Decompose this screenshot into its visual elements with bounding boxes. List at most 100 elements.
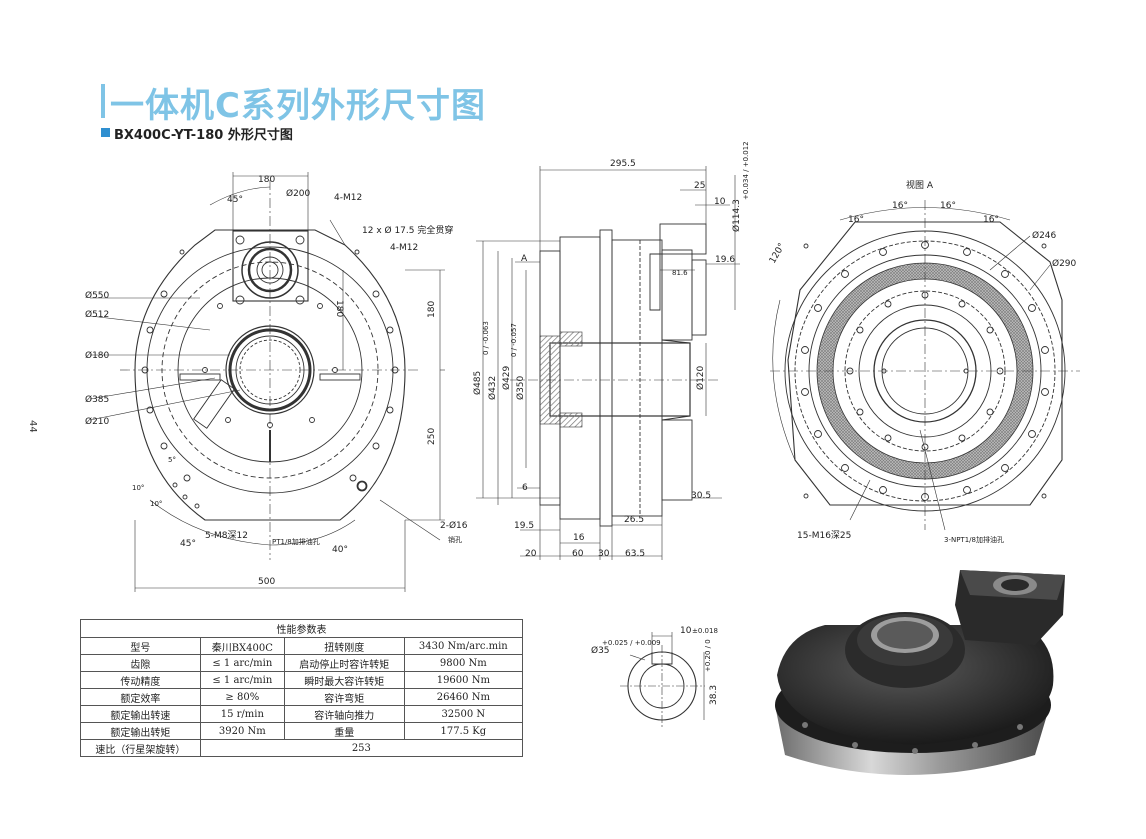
table-cell: 3430 Nm/arc.min: [403, 637, 524, 655]
dim-180-top: 180: [258, 175, 275, 185]
drawing-subtitle: BX400C-YT-180 外形尺寸图: [114, 128, 293, 143]
dim-60: 60: [572, 549, 584, 559]
subtitle-marker: [101, 128, 110, 137]
shaft-detail-labels: Ø35 +0.025 / +0.009 10 ±0.018 38.3 +0.20…: [591, 626, 719, 705]
table-cell: 19600 Nm: [403, 671, 524, 689]
front-view: [120, 180, 420, 560]
dim-tol-35: +0.025 / +0.009: [602, 639, 661, 647]
dim-tol-38-3: +0.20 / 0: [704, 639, 712, 672]
dim-d512: Ø512: [85, 309, 109, 320]
dim-d290: Ø290: [1052, 258, 1077, 269]
table-cell: 3920 Nm: [199, 722, 285, 740]
dim-d550: Ø550: [85, 290, 110, 301]
dim-d180: Ø180: [85, 350, 110, 361]
side-view-labels: 295.5 25 10 Ø114.3 +0.034 / +0.012 19.6 …: [472, 141, 750, 559]
dim-d120: Ø120: [695, 365, 706, 390]
dim-20: 20: [525, 549, 537, 559]
dim-10-deg-a: 10°: [132, 484, 144, 492]
dim-d246: Ø246: [1032, 230, 1057, 241]
front-view-dimensions: [89, 172, 445, 592]
dim-5-m8: 5-M8深12: [205, 530, 248, 541]
dim-tol-114-3: +0.034 / +0.012: [742, 141, 750, 200]
table-cell: 32500 N: [403, 705, 524, 723]
dim-2-d16: 2-Ø16: [440, 520, 468, 531]
dim-through-holes: 12 x Ø 17.5 完全贯穿: [362, 224, 453, 236]
title-accent-bar: [101, 84, 105, 118]
side-view: [510, 223, 720, 527]
table-cell: 253: [199, 739, 524, 757]
dim-500: 500: [258, 577, 275, 587]
dim-d350: Ø350: [515, 375, 526, 400]
table-cell: 15 r/min: [199, 705, 285, 723]
dim-120-deg: 120°: [768, 242, 788, 266]
front-view-labels: 180 Ø200 4-M12 45° 12 x Ø 17.5 完全贯穿 4-M1…: [85, 175, 468, 587]
dim-5-deg: 5°: [168, 456, 176, 464]
dim-45-top: 45°: [227, 195, 243, 205]
dim-d210: Ø210: [85, 416, 110, 427]
dim-30-5: 30.5: [691, 491, 711, 501]
table-cell: 额定效率: [80, 688, 201, 706]
dim-d200: Ø200: [286, 188, 311, 199]
dim-40-deg: 40°: [332, 545, 348, 555]
dim-d432: Ø432: [487, 376, 498, 400]
table-cell: 扭转刚度: [283, 637, 405, 655]
dim-30: 30: [598, 549, 610, 559]
shaft-detail: [620, 632, 705, 728]
table-cell: 177.5 Kg: [403, 722, 524, 740]
table-caption: 性能参数表: [80, 619, 523, 638]
table-cell: 秦川BX400C: [199, 637, 285, 655]
front-view-bolt-holes: [141, 249, 399, 509]
dim-19-6: 19.6: [715, 255, 735, 265]
dim-4-m12-a: 4-M12: [334, 193, 362, 203]
table-cell: 瞬时最大容许转矩: [283, 671, 405, 689]
dim-6: 6: [522, 483, 528, 493]
dim-15-m16: 15-M16深25: [797, 530, 851, 541]
table-cell: ≤ 1 arc/min: [199, 654, 285, 672]
dim-d114-3: Ø114.3: [731, 199, 742, 232]
dim-pin-label: 销孔: [448, 535, 462, 544]
side-view-dimensions: [476, 166, 740, 560]
table-cell: 额定输出转矩: [80, 722, 201, 740]
table-cell: 容许弯矩: [283, 688, 405, 706]
dim-10: 10: [714, 197, 726, 207]
dim-45-bottom: 45°: [180, 539, 196, 549]
dim-3-npt: 3-NPT1/8加排油孔: [944, 535, 1004, 544]
table-cell: 齿隙: [80, 654, 201, 672]
dim-16-deg-b: 16°: [892, 201, 908, 211]
table-cell: 9800 Nm: [403, 654, 524, 672]
dim-16-deg-a: 16°: [848, 215, 864, 225]
dim-tol-10: ±0.018: [692, 627, 718, 635]
dim-d485: Ø485: [472, 371, 483, 395]
dim-tol-350: 0 / -0.057: [510, 323, 518, 357]
dim-d35: Ø35: [591, 645, 610, 656]
dim-v180: 180: [427, 301, 437, 318]
view-a-labels: 视图 A 16° 16° 16° 16° 120° Ø246 Ø290 15-M…: [768, 179, 1077, 544]
dim-v250: 250: [427, 428, 437, 445]
table-cell: 容许轴向推力: [283, 705, 405, 723]
table-cell: 重量: [283, 722, 405, 740]
dim-16-deg-c: 16°: [940, 201, 956, 211]
view-a-holes: [801, 241, 1049, 501]
dim-25: 25: [694, 181, 705, 191]
dim-tol-432: 0 / -0.063: [482, 321, 490, 355]
dim-81-6: 81.6: [672, 269, 688, 277]
table-cell: ≤ 1 arc/min: [199, 671, 285, 689]
table-cell: 型号: [80, 637, 201, 655]
dim-26-5: 26.5: [624, 515, 644, 525]
view-a-dimensions: [849, 235, 1051, 531]
page-title: 一体机C系列外形尺寸图: [110, 86, 486, 126]
table-cell: 26460 Nm: [403, 688, 524, 706]
product-photo: [775, 570, 1065, 775]
table-cell: ≥ 80%: [199, 688, 285, 706]
dim-19-5: 19.5: [514, 521, 534, 531]
dim-d429: Ø429: [501, 365, 512, 390]
dim-4-m12-b: 4-M12: [390, 243, 418, 253]
